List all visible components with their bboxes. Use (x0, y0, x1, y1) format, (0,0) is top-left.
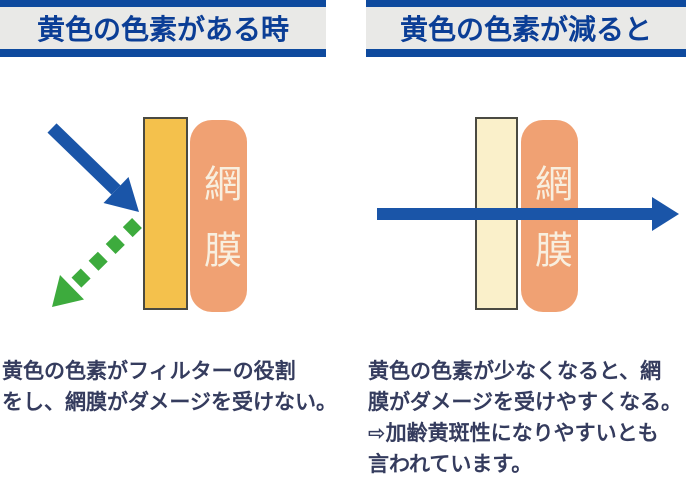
faded-pigment-filter-bar (475, 117, 518, 310)
left-retina-label: 網膜 (197, 164, 240, 296)
right-panel-header: 黄色の色素が減ると (366, 0, 686, 57)
right-retina-label: 網膜 (528, 164, 571, 296)
caption-line: 言われています。 (368, 453, 533, 476)
right-retina-shape: 網膜 (521, 120, 578, 312)
blocked-light-arrow-icon (52, 218, 142, 307)
caption-line: 膜がダメージを受けやすくなる。 (368, 391, 682, 414)
caption-line: をし、網膜がダメージを受けない。 (2, 391, 337, 414)
left-panel-title: 黄色の色素がある時 (36, 14, 289, 45)
right-panel-title: 黄色の色素が減ると (399, 14, 652, 45)
yellow-pigment-filter-bar (143, 117, 188, 310)
left-panel-header: 黄色の色素がある時 (0, 0, 326, 57)
left-retina-shape: 網膜 (190, 120, 247, 312)
caption-line: ⇨加齢黄斑性になりやすいとも (368, 422, 659, 445)
caption-line: 黄色の色素がフィルターの役割 (2, 360, 296, 383)
left-caption: 黄色の色素がフィルターの役割 をし、網膜がダメージを受けない。 (2, 356, 348, 418)
incoming-light-arrow-icon (47, 123, 139, 212)
right-caption: 黄色の色素が少なくなると、網 膜がダメージを受けやすくなる。 ⇨加齢黄斑性になり… (368, 356, 692, 480)
caption-line: 黄色の色素が少なくなると、網 (368, 360, 662, 383)
light-arrows-layer (47, 123, 679, 307)
